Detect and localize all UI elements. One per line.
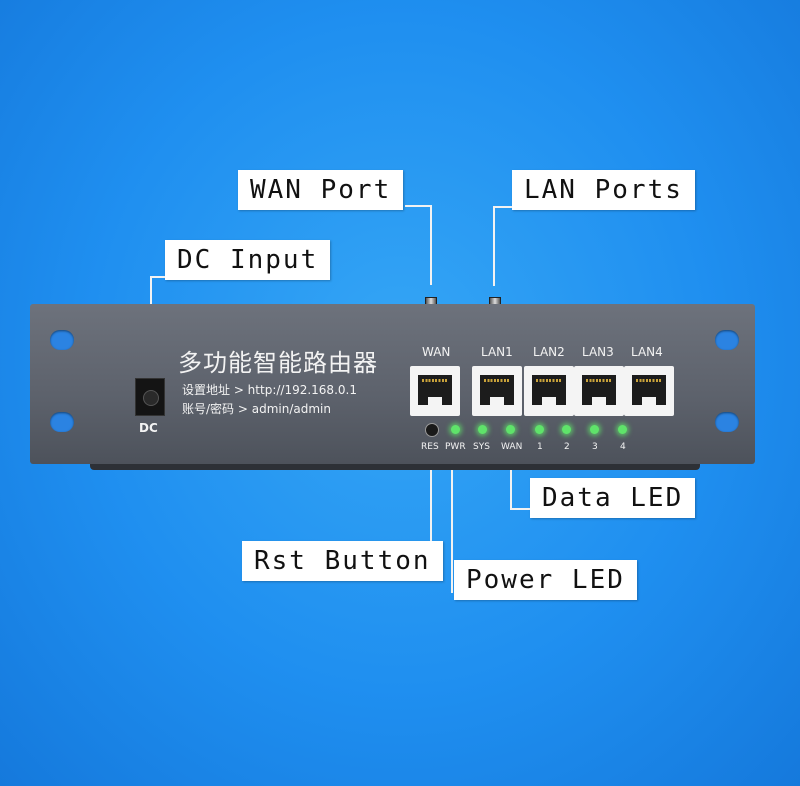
led-label-2: 2 [564,442,570,452]
lan1-led [535,425,544,434]
data-led-leader-h [510,508,532,510]
wan-port[interactable] [410,366,460,416]
callout-wan-port: WAN Port [238,170,404,210]
led-label-pwr: PWR [445,442,466,452]
account-info: 账号/密码 > admin/admin [182,402,331,416]
rst-button-leader-v [430,440,432,578]
lan4-port[interactable] [624,366,674,416]
lan1-port[interactable] [472,366,522,416]
port-label-lan1: LAN1 [481,345,513,359]
led-label-3: 3 [592,442,598,452]
lan-ports-leader-h [493,206,513,208]
port-label-wan: WAN [422,345,451,359]
dc-power-jack[interactable] [135,378,165,416]
mount-hole-top-right [715,330,739,350]
lan4-led [618,425,627,434]
led-label-sys: SYS [473,442,490,452]
wan-port-socket [418,375,452,405]
lan2-port-socket [532,375,566,405]
lan1-port-socket [480,375,514,405]
lan4-port-socket [632,375,666,405]
lan3-port-socket [582,375,616,405]
port-label-lan4: LAN4 [631,345,663,359]
led-label-1: 1 [537,442,543,452]
lan3-port[interactable] [574,366,624,416]
led-label-res: RES [421,442,439,452]
lan2-led [562,425,571,434]
callout-lan-ports: LAN Ports [512,170,695,210]
power-led-leader-v [451,458,453,593]
lan3-led [590,425,599,434]
wan-port-leader-v [430,205,432,285]
pwr-led [451,425,460,434]
dc-input-leader-h [150,276,170,278]
sys-led [478,425,487,434]
led-label-4: 4 [620,442,626,452]
callout-power-led: Power LED [454,560,637,600]
wan-led [506,425,515,434]
data-led-leader-v [510,458,512,510]
callout-dc-input: DC Input [165,240,331,280]
wan-port-leader-h [405,205,432,207]
lan2-port[interactable] [524,366,574,416]
led-label-wan: WAN [501,442,523,452]
mount-hole-bottom-right [715,412,739,432]
router-title: 多功能智能路由器 [178,349,378,377]
port-label-lan3: LAN3 [582,345,614,359]
port-label-lan2: LAN2 [533,345,565,359]
dc-label: DC [139,421,158,435]
mount-hole-bottom-left [50,412,74,432]
callout-data-led: Data LED [530,478,696,518]
callout-rst-button: Rst Button [242,541,443,581]
lan-ports-leader-v [493,206,495,286]
setup-address: 设置地址 > http://192.168.0.1 [182,383,357,397]
reset-button[interactable] [425,423,439,437]
mount-hole-top-left [50,330,74,350]
